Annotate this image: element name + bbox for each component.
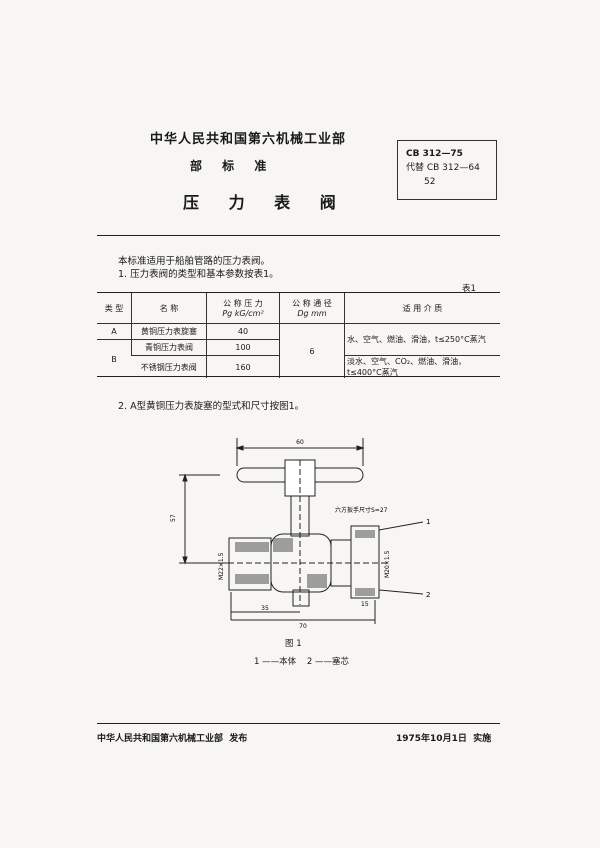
cell-name: 黄铜压力表旋塞 (131, 323, 207, 340)
dim-35: 35 (261, 605, 269, 612)
parameter-table: 类 型 名 称 公 称 压 力 Pg kG/cm² 公 称 通 径 Dg mm … (97, 293, 500, 378)
table-row: B 青铜压力表阀 100 (97, 339, 500, 364)
wrench-size-note: 六方扳手尺寸S=27 (335, 506, 388, 514)
cell-pressure: 100 (206, 339, 280, 356)
cell-pressure: 160 (206, 355, 280, 378)
item-1-text: 1. 压力表阀的类型和基本参数按表1。 (118, 269, 279, 280)
table-label: 表1 (462, 284, 476, 294)
effective-date: 1975年10月1日 实施 (396, 734, 492, 744)
header-medium: 适 用 介 质 (344, 293, 500, 324)
cell-type: A (97, 323, 132, 340)
thread-right-label: M20×1.5 (384, 550, 391, 578)
table-row: A 黄铜压力表旋塞 40 6 水、空气、燃油、滑油，t≤250°C蒸汽 (97, 323, 500, 378)
header-pressure-unit: Pg kG/cm² (222, 309, 264, 318)
intro-text: 本标准适用于船舶管路的压力表阀。 (118, 256, 271, 267)
standard-number: 52 (424, 177, 436, 187)
cell-pressure: 40 (206, 323, 280, 340)
header-pressure-title: 公 称 压 力 (223, 299, 263, 308)
cell-medium-1: 水、空气、燃油、滑油，t≤250°C蒸汽 (344, 323, 500, 356)
cell-name: 青铜压力表阀 (131, 339, 207, 356)
cell-name: 不锈钢压力表阀 (140, 362, 197, 372)
figure-caption: 图 1 (285, 639, 302, 649)
cell-medium-2: 淡水、空气、CO₂、燃油、滑油，t≤400°C蒸汽 (344, 355, 500, 378)
standard-code: CB 312—75 (406, 149, 463, 159)
dim-15: 15 (361, 601, 369, 608)
table-top-rule (97, 292, 500, 293)
valve-drawing: 60 57 35 70 15 M22×1.5 M20×1.5 六方扳手尺寸S=2… (170, 438, 430, 630)
table-header-row: 类 型 名 称 公 称 压 力 Pg kG/cm² 公 称 通 径 Dg mm … (97, 293, 500, 324)
header-diameter: 公 称 通 径 Dg mm (279, 293, 345, 324)
footer-divider (97, 723, 500, 724)
callout-1: 1 (426, 518, 430, 526)
header-type: 类 型 (97, 293, 132, 324)
dim-70: 70 (299, 623, 307, 630)
header-name: 名 称 (131, 293, 207, 324)
standard-kind: 部 标 准 (190, 159, 275, 173)
replaces-code: 代替 CB 312—64 (406, 163, 480, 173)
dim-57: 57 (170, 514, 177, 522)
standard-code-box: CB 312—75 代替 CB 312—64 52 (397, 140, 497, 200)
document-title: 压 力 表 阀 (183, 193, 348, 212)
thread-left-label: M22×1.5 (218, 552, 225, 580)
table-bottom-rule (97, 376, 500, 377)
header-diameter-unit: Dg mm (297, 309, 327, 318)
header-diameter-title: 公 称 通 径 (292, 299, 332, 308)
item-2-text: 2. A型黄铜压力表旋塞的型式和尺寸按图1。 (118, 401, 305, 412)
table-row: 不锈钢压力表阀 160 淡水、空气、CO₂、燃油、滑油，t≤400°C蒸汽 (97, 355, 500, 378)
header-pressure: 公 称 压 力 Pg kG/cm² (206, 293, 280, 324)
cell-type: B (111, 354, 117, 364)
dim-60: 60 (296, 439, 304, 446)
figure-legend: 1 ——本体 2 ——塞芯 (254, 657, 350, 667)
header-divider (97, 235, 500, 236)
callout-2: 2 (426, 591, 430, 599)
publisher-line: 中华人民共和国第六机械工业部 发布 (97, 734, 248, 744)
cell-diameter: 6 (279, 323, 345, 378)
issuing-organization: 中华人民共和国第六机械工业部 (150, 132, 347, 147)
